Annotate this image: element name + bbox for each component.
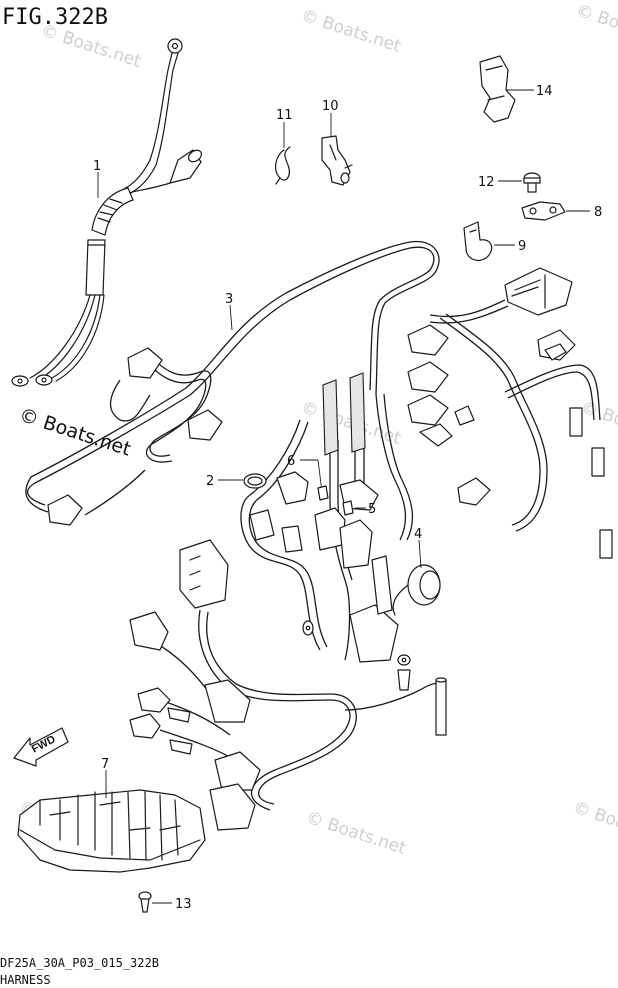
socket-block-left (179, 539, 229, 609)
watermarks: © Boats.net © Boats.net © Boats.net © Bo… (16, 1, 618, 859)
bottom-connectors (129, 611, 261, 831)
screw-part-13: 13 (138, 891, 192, 913)
callout-11: 11 (276, 108, 293, 123)
multi-pin-connector (504, 267, 573, 316)
bracket-part-7: 7 (17, 757, 206, 873)
connector-right (537, 329, 576, 361)
plate-part-8: 8 (521, 201, 602, 221)
sensor-part-4: 4 (392, 527, 441, 616)
fuse-part-5: 5 (342, 500, 376, 517)
battery-cable-part-1 (11, 38, 203, 387)
callout-5: 5 (368, 502, 376, 517)
callout-13: 13 (175, 897, 192, 912)
watermark: © Boats.net (570, 798, 618, 849)
watermark: © Boats.net (578, 398, 618, 449)
watermark: © Boats.net (298, 6, 403, 57)
ring-terminals (302, 620, 411, 691)
watermark-dark: © Boats.net (16, 404, 133, 461)
callout-3-group: 3 (225, 292, 233, 331)
temperature-probe (435, 677, 447, 736)
connector-right-lower (457, 477, 491, 506)
callout-1-group: 1 (93, 159, 101, 198)
connector-left-mid (187, 409, 223, 441)
footer-code: DF25A_30A_P03_015_322B (0, 956, 159, 970)
clip-part-11: 11 (275, 108, 293, 185)
connector-left-upper (127, 347, 163, 379)
callout-6: 6 (287, 454, 295, 469)
clamp-part-9: 9 (463, 221, 526, 261)
callout-3: 3 (225, 292, 233, 307)
callout-9: 9 (518, 239, 526, 254)
footer-name: HARNESS (0, 973, 51, 987)
watermark: © Boats.net (303, 808, 408, 859)
watermark: © Boats.net (573, 1, 618, 52)
figure-title: FIG.322B (2, 5, 108, 30)
relay-part-6: 6 (276, 454, 329, 505)
connector-left-lower (47, 494, 83, 526)
bolt-part-12: 12 (478, 172, 541, 193)
callout-1: 1 (93, 159, 101, 174)
callout-2: 2 (206, 474, 214, 489)
callout-7: 7 (101, 757, 109, 772)
callout-10: 10 (322, 99, 339, 114)
harness-connectors (47, 267, 613, 831)
main-harness-part-3 (25, 240, 601, 811)
center-block (349, 555, 399, 663)
callout-4: 4 (414, 527, 422, 542)
pigtail-connectors (569, 407, 613, 559)
fwd-direction-arrow: FWD (13, 727, 69, 767)
holder-part-14: 14 (479, 55, 553, 123)
grommet-part-2: 2 (206, 473, 267, 489)
fuse-strips (322, 372, 379, 511)
clamp-part-10: 10 (321, 99, 353, 186)
callout-12: 12 (478, 175, 495, 190)
connector-stack (407, 324, 475, 447)
callout-14: 14 (536, 84, 553, 99)
relay-block (249, 507, 373, 569)
callout-8: 8 (594, 205, 602, 220)
